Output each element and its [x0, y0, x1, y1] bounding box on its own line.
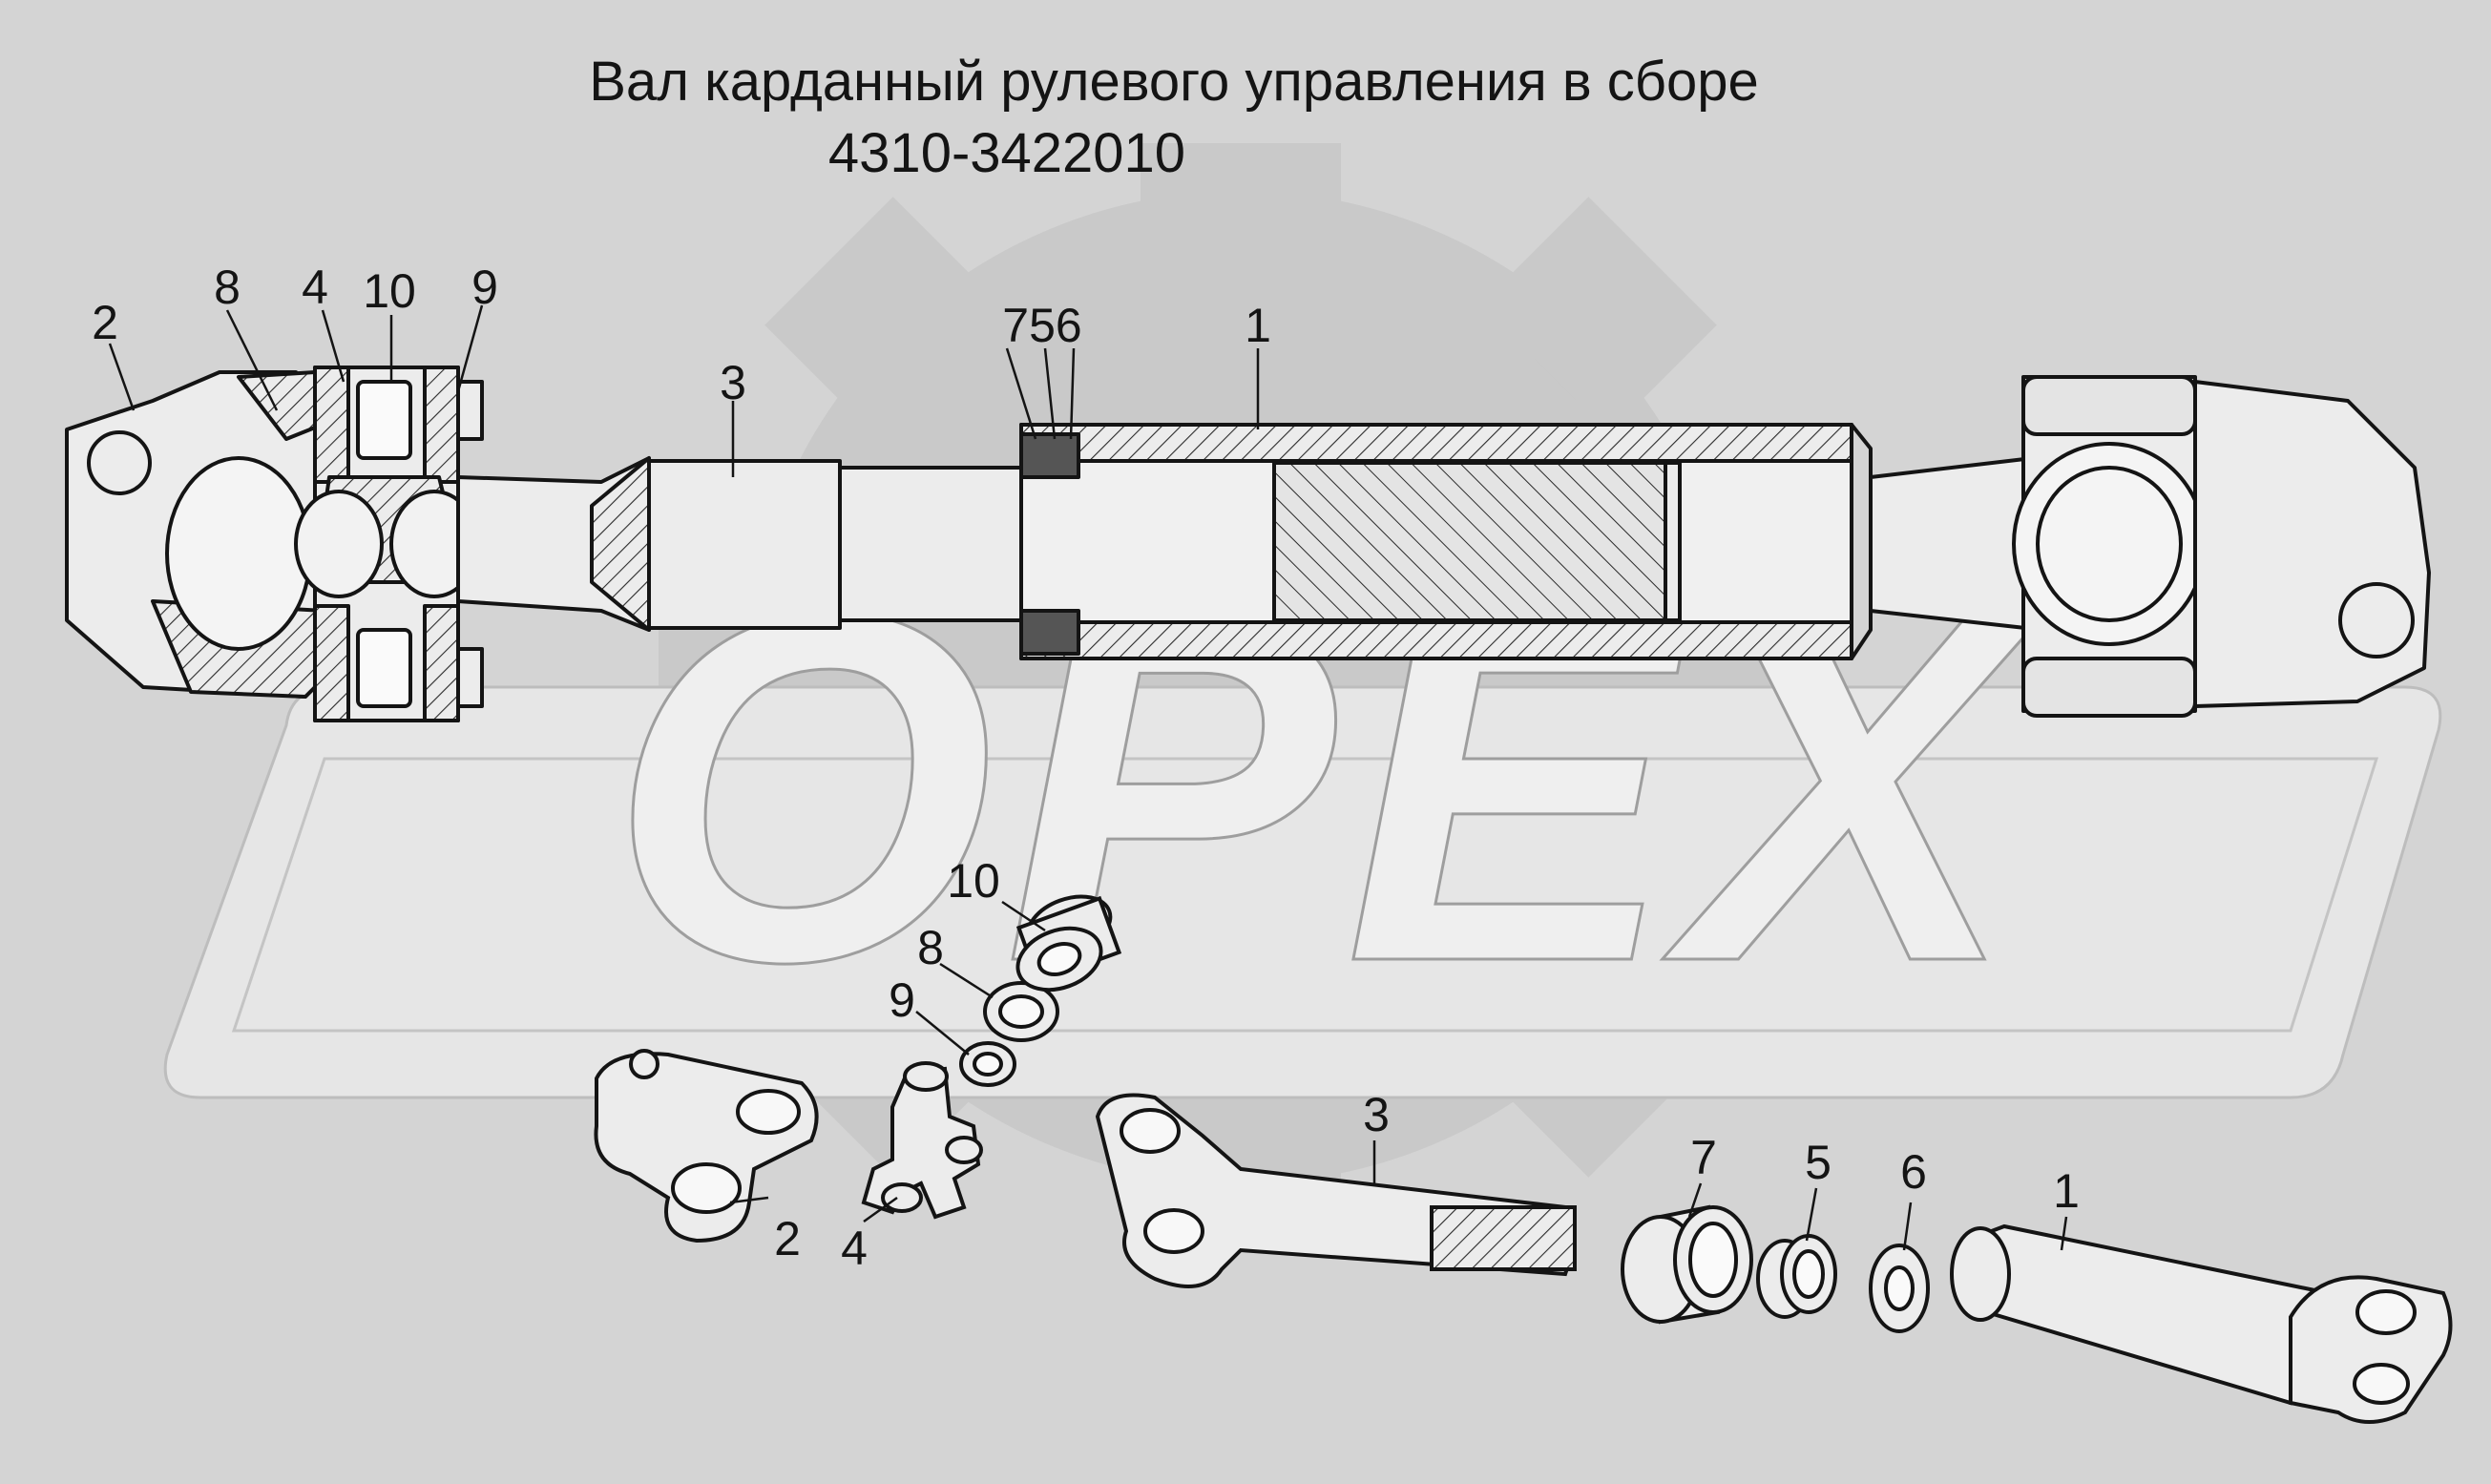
exploded-washer-6 [1869, 1244, 1930, 1333]
callout-exp-7: 7 [1690, 1131, 1717, 1184]
title-line-2: 4310-3422010 [828, 122, 1185, 184]
callout-exp-6: 6 [1900, 1145, 1927, 1199]
watermark-band-inner [231, 757, 2379, 1033]
tube-1 [1019, 423, 1873, 660]
exploded-shaft-3 [1095, 1093, 1578, 1288]
callout-exp-8: 8 [917, 921, 944, 974]
exploded-bearing-10 [1015, 894, 1122, 993]
title-line-1: Вал карданный рулевого управления в сбор… [589, 51, 1759, 113]
exploded-callouts [729, 900, 2068, 1251]
exploded-bushing-7 [1621, 1204, 1753, 1325]
exploded-cross-4 [861, 1061, 983, 1220]
callout-asm-1: 1 [1245, 299, 1271, 352]
right-yoke [1869, 375, 2431, 718]
callout-exp-1: 1 [2053, 1164, 2080, 1218]
callout-asm-10: 10 [363, 264, 416, 318]
left-yoke [65, 370, 336, 699]
callout-exp-10: 10 [947, 854, 1000, 908]
callout-asm-3: 3 [720, 356, 746, 409]
callout-exp-3: 3 [1363, 1088, 1390, 1141]
assembly-callouts [108, 304, 1260, 477]
exploded-view [594, 894, 2453, 1424]
shaft-3 [456, 456, 1023, 632]
callout-asm-9: 9 [471, 261, 498, 314]
callout-asm-2: 2 [92, 296, 118, 349]
assembly-view [65, 366, 2431, 722]
callout-exp-5: 5 [1805, 1136, 1832, 1189]
exploded-ring-5 [1756, 1234, 1837, 1319]
callout-exp-4: 4 [841, 1222, 868, 1275]
left-cross-bearings [294, 366, 484, 722]
callout-asm-756: 756 [1002, 299, 1081, 352]
exploded-yoke-2 [594, 1049, 819, 1244]
callout-asm-4: 4 [302, 261, 328, 314]
exploded-tube-1 [1950, 1223, 2453, 1424]
callout-asm-8: 8 [214, 261, 241, 314]
callout-exp-9: 9 [889, 973, 915, 1027]
callout-exp-2: 2 [774, 1212, 801, 1265]
